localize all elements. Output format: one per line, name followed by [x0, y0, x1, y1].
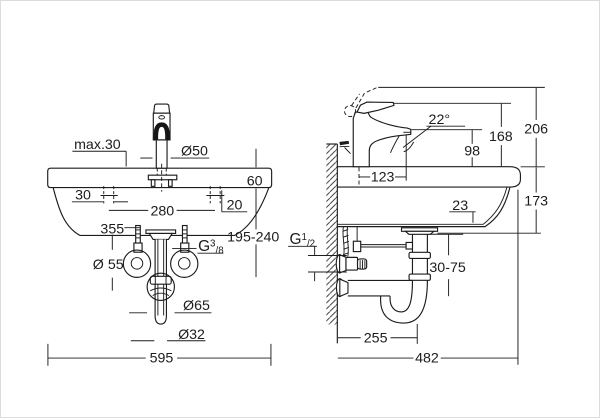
popup-rod-knob	[339, 140, 351, 154]
side-dimensions: 22° 206 168 98 173 123 23 30-75	[288, 87, 548, 367]
lever	[356, 101, 395, 114]
lever-raised-dashed	[344, 87, 378, 118]
dim-total-width-label: 595	[150, 351, 174, 367]
dim-pipe-dia-label: Ø32	[178, 327, 205, 343]
dim-total-depth-label: 482	[415, 351, 439, 367]
dim-spout-reach-label: 123	[371, 170, 395, 186]
dim-trap-dia-label: Ø65	[183, 298, 210, 314]
dim-hole-spacing-label: 280	[150, 203, 174, 219]
faucet-side	[339, 87, 415, 186]
water-stream	[390, 135, 415, 154]
dim-supply-range-label: 195-240	[227, 230, 279, 246]
side-view: 22° 206 168 98 173 123 23 30-75	[288, 86, 548, 367]
dim-spout-angle-label: 22°	[429, 112, 451, 128]
dim-faucet-dia-label: Ø50	[181, 144, 208, 160]
supply-studs	[133, 224, 190, 253]
drain-side	[335, 226, 439, 324]
dim-stud-length-label: 355	[100, 221, 124, 237]
dim-wall-distance-label: 255	[364, 331, 388, 347]
wall	[326, 143, 338, 344]
dim-supply-thread-label: G3/8	[198, 238, 224, 256]
dim-deck-thickness-label: 60	[247, 174, 263, 190]
dim-drain-offset-label: 23	[452, 198, 468, 214]
dim-lever-height-label: 168	[489, 129, 513, 145]
basin-side	[337, 166, 522, 228]
dim-hole-offset-label: 20	[227, 197, 243, 213]
reference-lines	[378, 86, 545, 365]
dim-basin-depth-label: 173	[524, 193, 548, 209]
dim-max-deck-label: max.30	[74, 137, 121, 153]
dim-trap-adjust-label: 30-75	[429, 260, 465, 276]
front-view: max.30 Ø50 60 195-240 30 280 20 355	[47, 103, 279, 367]
basin-front-deck	[47, 167, 273, 189]
dim-max-height-label: 206	[524, 122, 548, 138]
dim-escutcheon-dia-label: Ø 55	[93, 257, 124, 273]
popup-linkage	[352, 226, 414, 253]
mounting-holes	[100, 186, 225, 204]
drain-front	[145, 229, 177, 325]
faucet-front	[147, 103, 178, 192]
escutcheon-circles	[122, 249, 199, 278]
front-dimensions: max.30 Ø50 60 195-240 30 280 20 355	[47, 137, 279, 367]
dim-spout-height-label: 98	[464, 143, 480, 159]
angle-valve-assembly	[335, 226, 368, 274]
dim-valve-thread-label: G1/2	[290, 231, 316, 249]
dim-hole-dia-label: 30	[75, 187, 91, 203]
